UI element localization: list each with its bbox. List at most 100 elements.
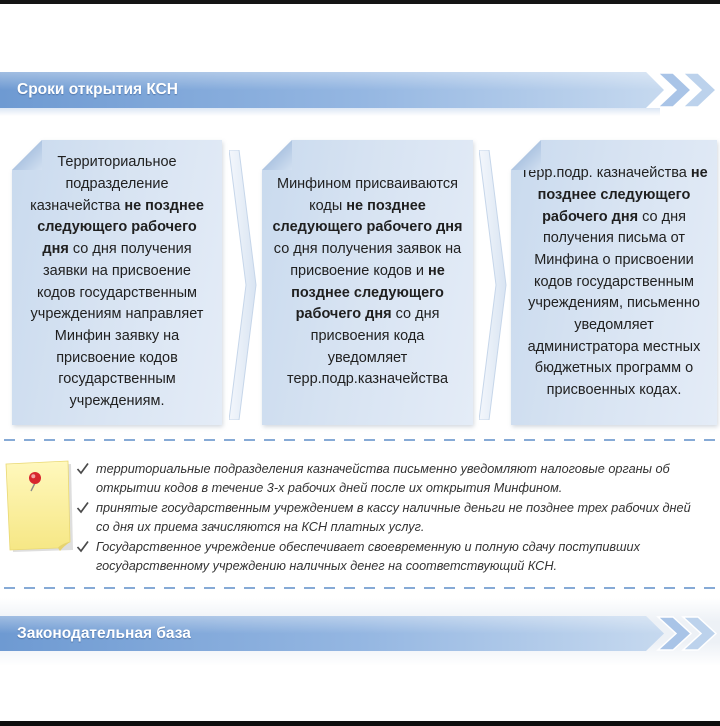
step-2-line: рабочего дня со дня	[296, 304, 440, 326]
footer-title: Законодательная база	[17, 625, 191, 642]
step-text: уведомляет	[574, 317, 654, 334]
step-3-line: позднее следующего	[538, 185, 691, 207]
step-text: получения письма от	[542, 230, 686, 247]
step-2-line: Минфином присваиваются	[277, 174, 458, 196]
step-text: учреждениям, письменно	[528, 295, 700, 312]
step-2-line: коды не позднее	[309, 196, 426, 218]
step-text: со дня	[638, 208, 686, 225]
note-line: принятые государственным учреждением в к…	[96, 500, 691, 515]
sticky-note-icon	[5, 460, 73, 552]
step-deadline-text: позднее следующего	[291, 284, 444, 301]
step-2-line: следующего рабочего дня	[272, 217, 462, 239]
step-3-line: кодов государственным	[534, 272, 694, 294]
step-text: учреждениям.	[69, 393, 165, 410]
step-text: казначейства	[30, 197, 125, 214]
folded-corner	[12, 140, 42, 170]
step-1-line: кодов государственным	[37, 283, 197, 305]
step-deadline-text: рабочего дня	[295, 306, 392, 323]
notes-list: территориальные подразделения казначейст…	[76, 460, 716, 577]
folded-corner	[511, 140, 541, 170]
step-1-line: Территориальное	[57, 152, 176, 174]
step-1-line: следующего рабочего	[37, 217, 197, 239]
step-deadline-text: не позднее	[346, 197, 426, 214]
step-text: терр.подр.казначейства	[286, 371, 449, 388]
step-text: со дня получения заявок на	[273, 241, 462, 258]
note-line: государственному учреждению наличных ден…	[96, 559, 558, 574]
step-1-line: казначейства не позднее	[30, 196, 204, 218]
step-deadline-text: рабочего дня	[542, 208, 639, 225]
step-text: Территориальное	[57, 154, 177, 171]
bottom-edge-strip	[0, 721, 720, 726]
step-text: заявки на присвоение	[43, 262, 191, 279]
header-shadow	[0, 108, 660, 116]
step-text: учреждениям направляет	[30, 306, 204, 323]
step-deadline-text: позднее следующего	[537, 186, 691, 203]
folded-corner	[262, 140, 292, 170]
chevron-right-icon	[479, 150, 507, 420]
step-3-line: учреждениям, письменно	[528, 293, 700, 315]
step-deadline-text: не позднее	[124, 197, 204, 214]
step-2-line: терр.подр.казначейства	[287, 369, 448, 391]
step-text: подразделение	[65, 175, 169, 192]
step-text: присвоение кодов	[56, 349, 178, 366]
step-deadline-text: следующего рабочего дня	[272, 219, 463, 236]
step-3-line: администратора местных	[528, 337, 701, 359]
step-text: со дня получения	[68, 241, 192, 258]
step-1-line: подразделение	[65, 174, 168, 196]
step-text: кодов государственным	[36, 284, 198, 301]
step-2-card: Минфином присваиваются коды не позднее с…	[262, 140, 473, 425]
step-3-line: рабочего дня со дня	[542, 207, 686, 229]
step-text: Минфином присваиваются	[277, 175, 458, 192]
step-1-line: заявки на присвоение	[43, 261, 191, 283]
chevron-right-icon	[229, 150, 257, 420]
step-text: присвоения кода	[310, 327, 425, 344]
step-text: Минфин заявку на	[54, 327, 180, 344]
step-1-line: Минфин заявку на	[55, 326, 179, 348]
step-1-line: учреждениям.	[70, 391, 165, 413]
step-3-line: получения письма от	[543, 228, 685, 250]
step-text: присвоение кодов и	[290, 262, 428, 279]
step-2-line: присвоения кода	[311, 326, 425, 348]
note-line: территориальные подразделения казначейст…	[96, 462, 670, 476]
step-deadline-text: не	[427, 262, 445, 279]
list-item: принятые государственным учреждением в к…	[76, 499, 716, 538]
step-text: администратора местных	[527, 338, 701, 355]
step-1-line: присвоение кодов	[56, 348, 178, 370]
section-header-bar: Сроки открытия КСН	[0, 72, 720, 108]
step-text: присвоенных кодах.	[546, 382, 682, 399]
step-deadline-text: дня	[42, 241, 69, 258]
step-3-line: уведомляет	[574, 315, 654, 337]
chevron-right-icon	[681, 616, 718, 651]
check-icon	[76, 501, 89, 514]
step-1-card-wrapper: Территориальное подразделение казначейст…	[12, 140, 222, 425]
chevron-right-icon	[681, 72, 718, 108]
step-3-line: присвоенных кодах.	[547, 380, 682, 402]
check-icon	[76, 462, 89, 475]
step-2-line: уведомляет	[328, 348, 408, 370]
pushpin-icon	[29, 472, 41, 492]
top-edge-strip	[0, 0, 720, 4]
step-3-card: Терр.подр. казначейства не позднее следу…	[511, 140, 717, 425]
note-line: открытии кодов в течение 3-х рабочих дне…	[96, 481, 563, 496]
step-text: Минфина о присвоении	[534, 251, 694, 268]
note-line: со дня их приема зачисляются на КСН плат…	[96, 520, 425, 535]
step-1-line: государственным	[58, 369, 176, 391]
step-1-line: дня со дня получения	[42, 239, 191, 261]
step-3-line: бюджетных программ о	[535, 358, 693, 380]
dashed-divider	[4, 439, 718, 441]
step-3-line: Минфина о присвоении	[534, 250, 694, 272]
step-text: уведомляет	[327, 349, 408, 366]
step-text: кодов государственным	[533, 273, 695, 290]
legal-basis-bar[interactable]: Законодательная база	[0, 616, 720, 651]
step-deadline-text: следующего рабочего	[37, 219, 197, 236]
step-3-line: Терр.подр. казначейства не	[520, 163, 707, 185]
check-icon	[76, 540, 89, 552]
step-1-card: Территориальное подразделение казначейст…	[12, 140, 222, 425]
step-text: со дня	[391, 306, 440, 323]
step-text: коды	[309, 197, 347, 214]
list-item: Государственное учреждение обеспечивает …	[76, 538, 716, 577]
step-2-line: со дня получения заявок на	[274, 239, 461, 261]
dashed-divider	[4, 587, 718, 589]
list-item: территориальные подразделения казначейст…	[76, 460, 716, 499]
step-deadline-text: не	[690, 165, 708, 182]
